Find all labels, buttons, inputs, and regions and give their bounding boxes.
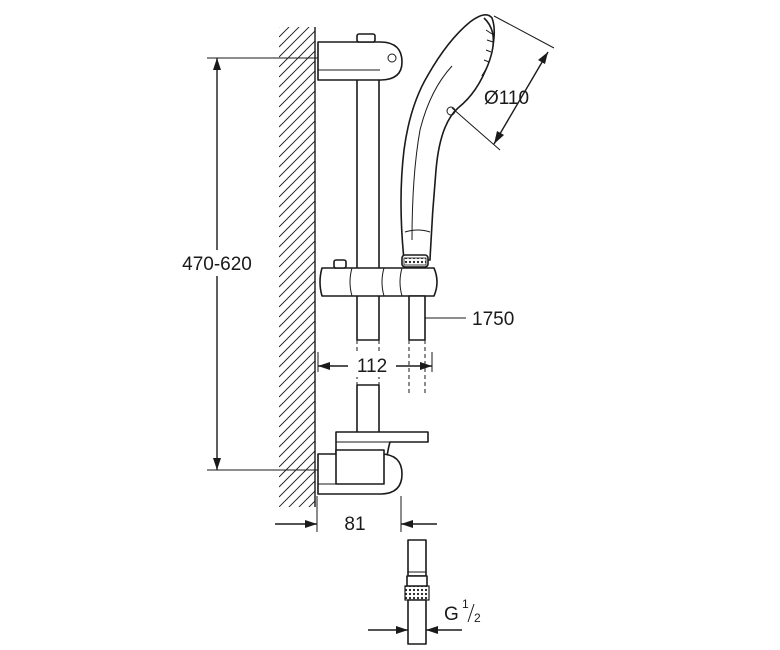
thread-fraction-slash bbox=[467, 603, 475, 623]
head-diameter-label: Ø110 bbox=[484, 88, 529, 109]
height-range-label: 470-620 bbox=[182, 254, 252, 275]
height-dimension: 470-620 bbox=[176, 57, 318, 471]
wall-offset-dimension: 81 bbox=[275, 496, 437, 535]
thread-fraction-numerator: 1 bbox=[462, 597, 469, 611]
top-wall-bracket bbox=[317, 33, 403, 81]
slider-offset-dimension: 112 bbox=[317, 352, 433, 377]
hose-length-label: 1750 bbox=[472, 309, 514, 330]
wall-offset-label: 81 bbox=[344, 514, 365, 535]
slider-offset-label: 112 bbox=[357, 356, 387, 377]
hose-segment bbox=[408, 295, 426, 395]
diameter-dimension: Ø110 bbox=[451, 15, 555, 151]
bottom-wall-bracket bbox=[317, 449, 403, 495]
thread-label: G bbox=[444, 604, 459, 625]
shower-rail bbox=[356, 69, 380, 441]
wall-hatching bbox=[279, 27, 315, 507]
wall bbox=[279, 27, 316, 507]
slider-holder bbox=[319, 259, 438, 297]
hose-connector bbox=[404, 539, 430, 645]
thread-fraction-denominator: 2 bbox=[474, 611, 481, 625]
hose-length-dimension: 1750 bbox=[425, 309, 514, 330]
hand-shower bbox=[400, 14, 496, 268]
thread-dimension: G 1 2 bbox=[368, 597, 481, 634]
